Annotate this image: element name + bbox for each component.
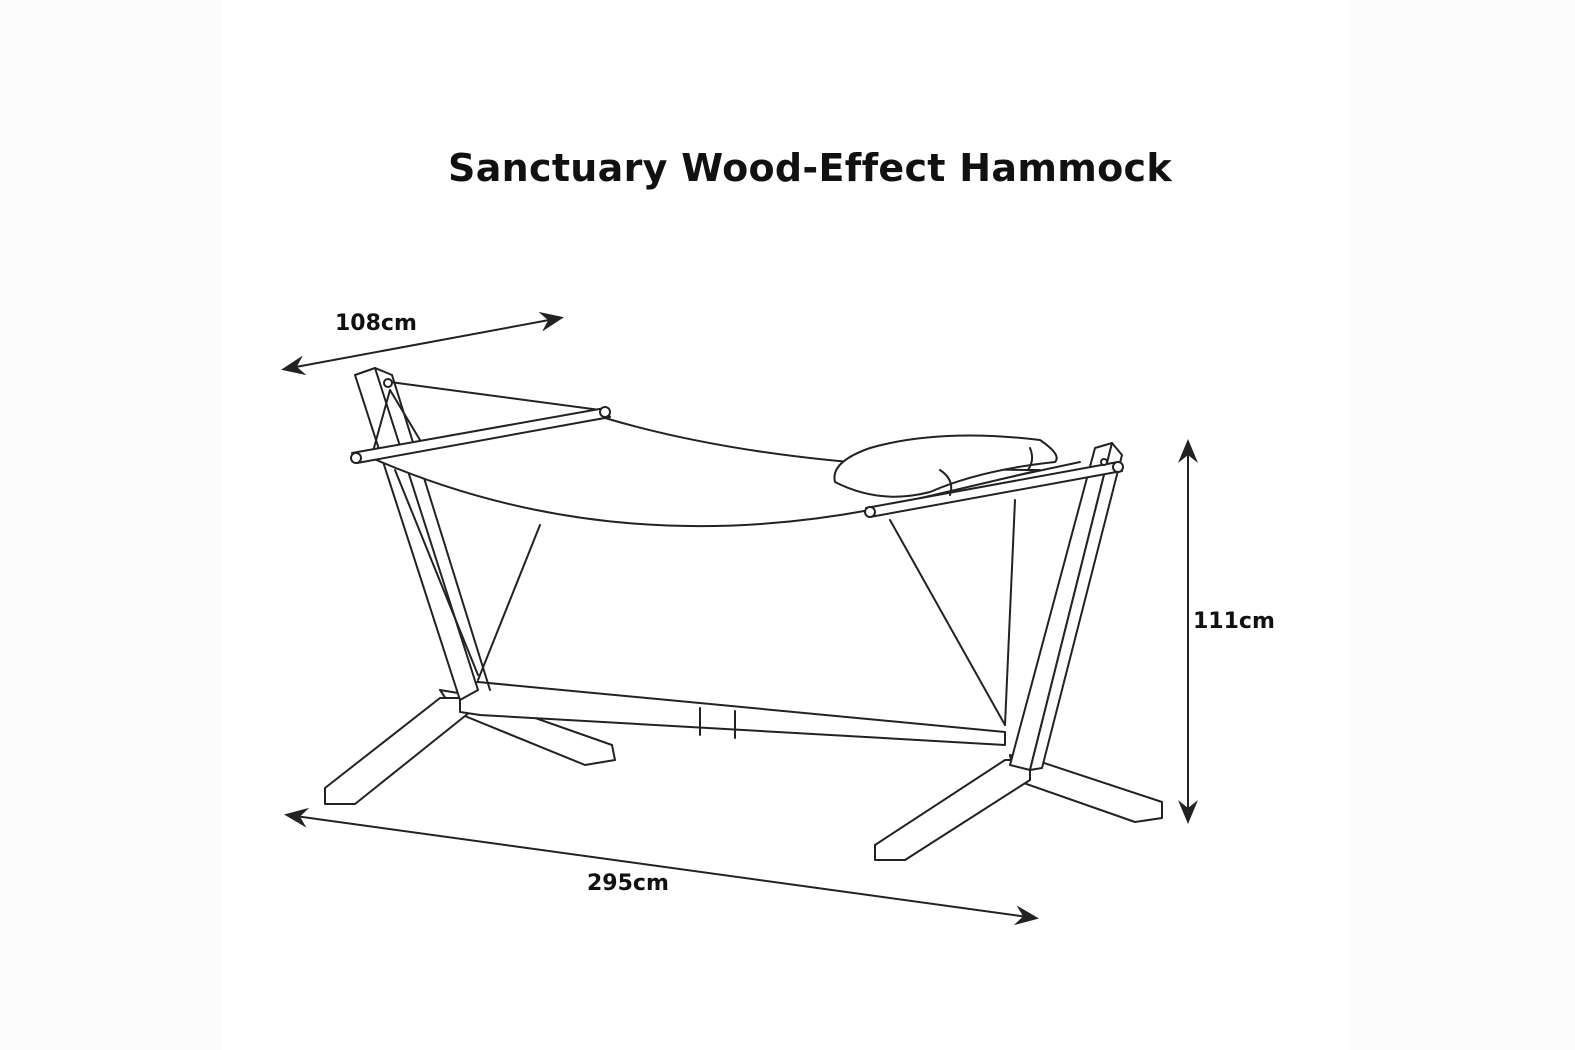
right-post bbox=[1009, 442, 1123, 771]
length-arrow bbox=[284, 807, 1039, 926]
depth-arrow bbox=[281, 311, 564, 376]
left-margin bbox=[0, 0, 222, 1050]
depth-label: 108cm bbox=[335, 311, 417, 336]
pillow bbox=[833, 434, 1058, 498]
right-base-feet bbox=[874, 754, 1163, 861]
right-margin bbox=[1350, 0, 1575, 1050]
hammock-fabric bbox=[364, 417, 1041, 528]
base-beam bbox=[459, 681, 1006, 746]
height-label: 111cm bbox=[1193, 609, 1275, 634]
length-label: 295cm bbox=[587, 871, 669, 896]
left-post bbox=[354, 367, 491, 701]
diagram-title: Sanctuary Wood-Effect Hammock bbox=[448, 146, 1172, 190]
spreader-bars bbox=[350, 378, 1124, 518]
